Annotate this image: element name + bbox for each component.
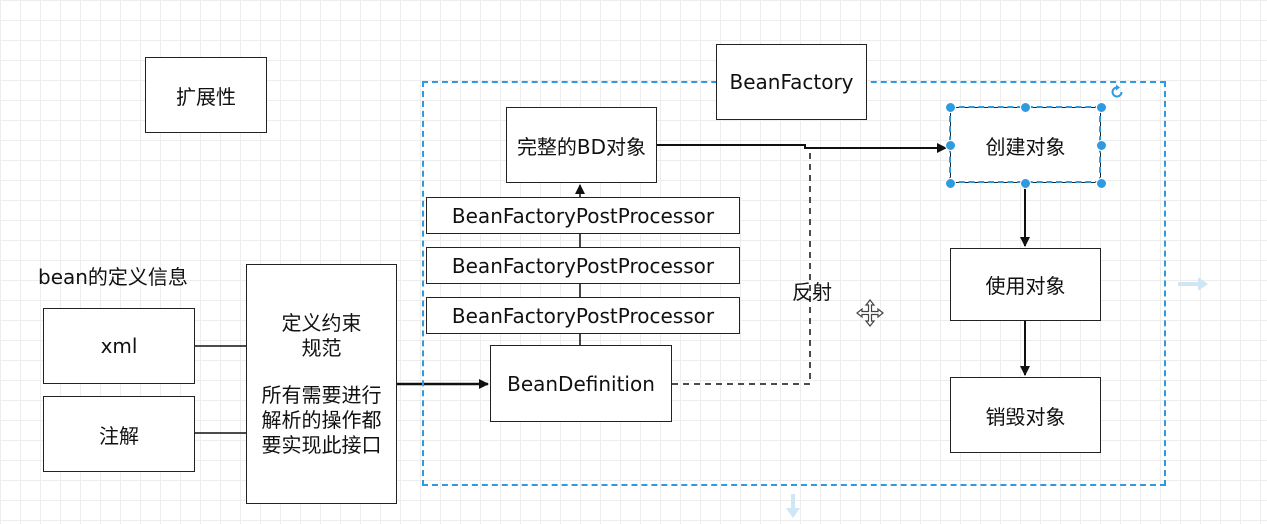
constraint-line5: 要实现此接口 bbox=[261, 432, 382, 457]
extensibility-box[interactable]: 扩展性 bbox=[145, 57, 267, 133]
constraint-line4: 解析的操作都 bbox=[261, 407, 382, 432]
xml-label: xml bbox=[100, 334, 138, 358]
reflection-dashed-line bbox=[672, 148, 811, 385]
bean-definition-box[interactable]: BeanDefinition bbox=[490, 345, 672, 422]
constraint-line1: 定义约束 bbox=[281, 310, 362, 335]
xml-box[interactable]: xml bbox=[43, 308, 195, 384]
use-object-box[interactable]: 使用对象 bbox=[950, 248, 1101, 321]
selection-handle-tm[interactable] bbox=[1020, 102, 1031, 113]
bean-definition-info-label: bean的定义信息 bbox=[38, 265, 188, 289]
selection-handle-tr[interactable] bbox=[1096, 102, 1107, 113]
destroy-object-box[interactable]: 销毁对象 bbox=[950, 377, 1101, 453]
create-object-label: 创建对象 bbox=[985, 134, 1066, 159]
complete-bd-to-create-arrow bbox=[657, 143, 947, 153]
beanfactory-title-box[interactable]: BeanFactory bbox=[716, 44, 867, 120]
post-processor-2-box[interactable]: BeanFactoryPostProcessor bbox=[426, 247, 740, 284]
right-arrow-hint-icon bbox=[1178, 277, 1208, 291]
constraint-line3: 所有需要进行 bbox=[261, 382, 382, 407]
post-processor-3-box[interactable]: BeanFactoryPostProcessor bbox=[426, 297, 740, 334]
annotation-box[interactable]: 注解 bbox=[43, 396, 195, 472]
extensibility-label: 扩展性 bbox=[176, 84, 236, 109]
constraint-box[interactable]: 定义约束 规范 所有需要进行 解析的操作都 要实现此接口 bbox=[246, 264, 397, 504]
move-cursor-icon bbox=[856, 299, 884, 327]
selection-handle-tl[interactable] bbox=[945, 102, 956, 113]
rotate-handle-icon[interactable] bbox=[1109, 84, 1125, 100]
constraint-line2: 规范 bbox=[301, 335, 342, 360]
reflection-label: 反射 bbox=[792, 280, 832, 304]
beanfactory-title-label: BeanFactory bbox=[729, 70, 854, 94]
selection-handle-br[interactable] bbox=[1096, 178, 1107, 189]
create-object-selection-outline bbox=[949, 106, 1101, 183]
annotation-label: 注解 bbox=[99, 423, 139, 448]
complete-bd-label: 完整的BD对象 bbox=[516, 134, 647, 159]
selection-handle-ml[interactable] bbox=[945, 140, 956, 151]
post-processor-1-box[interactable]: BeanFactoryPostProcessor bbox=[426, 197, 740, 234]
complete-bd-box[interactable]: 完整的BD对象 bbox=[506, 107, 657, 183]
selection-handle-bl[interactable] bbox=[945, 178, 956, 189]
down-arrow-hint-icon bbox=[786, 494, 800, 518]
bean-definition-label: BeanDefinition bbox=[507, 371, 655, 396]
destroy-object-label: 销毁对象 bbox=[985, 404, 1066, 429]
selection-handle-bm[interactable] bbox=[1020, 178, 1031, 189]
post-processor-1-label: BeanFactoryPostProcessor bbox=[451, 203, 715, 228]
post-processor-3-label: BeanFactoryPostProcessor bbox=[451, 303, 715, 328]
post-processor-2-label: BeanFactoryPostProcessor bbox=[451, 253, 715, 278]
use-object-label: 使用对象 bbox=[985, 274, 1066, 298]
selection-handle-mr[interactable] bbox=[1096, 140, 1107, 151]
